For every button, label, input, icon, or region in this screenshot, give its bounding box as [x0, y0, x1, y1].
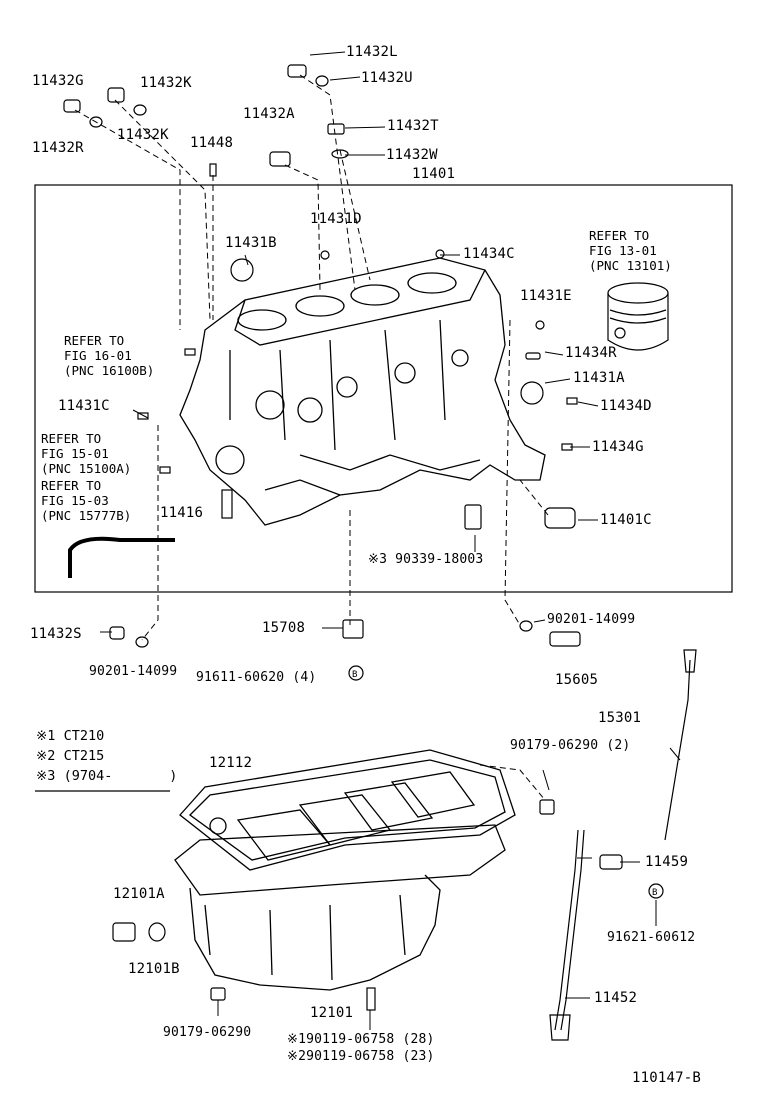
label-11431C: 11431C: [58, 398, 110, 414]
block-frame: [34, 184, 733, 593]
label-11431B: 11431B: [225, 235, 277, 251]
figure-id: 110147-B: [632, 1070, 702, 1086]
dipstick-outline: [549, 649, 697, 1041]
label-11431E: 11431E: [520, 288, 572, 304]
reference-fig-15-01: REFER TO FIG 15-01 (PNC 15100A): [41, 431, 132, 476]
label-11416: 11416: [160, 505, 204, 521]
label-11432R: 11432R: [32, 140, 84, 156]
label-91621-60612: 91621-60612: [607, 930, 696, 945]
label-11432U: 11432U: [361, 70, 413, 86]
label-11448: 11448: [190, 135, 234, 151]
label-11432A: 11432A: [243, 106, 295, 122]
label-11434R: 11434R: [565, 345, 617, 361]
label-15301: 15301: [598, 710, 642, 726]
label-11401: 11401: [412, 166, 456, 182]
reference-fig-13-01: REFER TO FIG 13-01 (PNC 13101): [589, 228, 672, 273]
marker-b1: B: [352, 670, 357, 680]
label-90179-06290-2: 90179-06290 (2): [510, 738, 631, 753]
label-11432S: 11432S: [30, 626, 82, 642]
label-15708: 15708: [262, 620, 306, 636]
label-90201-14099-right: 90201-14099: [547, 612, 636, 627]
label-11432L: 11432L: [346, 44, 398, 60]
small-parts: [63, 64, 664, 1011]
label-11459: 11459: [645, 854, 689, 870]
label-91611-60620: 91611-60620 (4): [196, 670, 317, 685]
label-11432K-mid: 11432K: [117, 127, 169, 143]
label-15605: 15605: [555, 672, 599, 688]
label-12112: 12112: [209, 755, 253, 771]
note-ct210: ※1 CT210: [36, 728, 105, 744]
oil-pan-outline: [174, 749, 516, 991]
engine-block-outline: [179, 257, 546, 526]
label-11401C: 11401C: [600, 512, 652, 528]
label-90201-14099-left: 90201-14099: [89, 664, 178, 679]
note-ct215: ※2 CT215: [36, 748, 105, 764]
label-11434D: 11434D: [600, 398, 652, 414]
label-11434G: 11434G: [592, 439, 644, 455]
label-11434C: 11434C: [463, 246, 515, 262]
label-11431A: 11431A: [573, 370, 625, 386]
label-90119-06758-23: ※290119-06758 (23): [287, 1049, 435, 1064]
marker-b2: B: [652, 888, 657, 898]
label-11452: 11452: [594, 990, 638, 1006]
label-12101: 12101: [310, 1005, 354, 1021]
label-12101B: 12101B: [128, 961, 180, 977]
pipe-outline: [68, 536, 175, 578]
label-90119-06758-28: ※190119-06758 (28): [287, 1032, 435, 1047]
label-11432T: 11432T: [387, 118, 439, 134]
reference-fig-15-03: REFER TO FIG 15-03 (PNC 15777B): [41, 478, 132, 523]
label-90339-18003: ※3 90339-18003: [368, 552, 484, 567]
label-12101A: 12101A: [113, 886, 165, 902]
label-11432W: 11432W: [386, 147, 438, 163]
label-11432G: 11432G: [32, 73, 84, 89]
note-date-range: ※3 (9704- ): [36, 768, 178, 784]
reference-fig-16-01: REFER TO FIG 16-01 (PNC 16100B): [64, 333, 155, 378]
piston-outline: [607, 282, 669, 351]
label-90179-06290: 90179-06290: [163, 1025, 252, 1040]
label-11432K-top: 11432K: [140, 75, 192, 91]
label-11431D: 11431D: [310, 211, 362, 227]
